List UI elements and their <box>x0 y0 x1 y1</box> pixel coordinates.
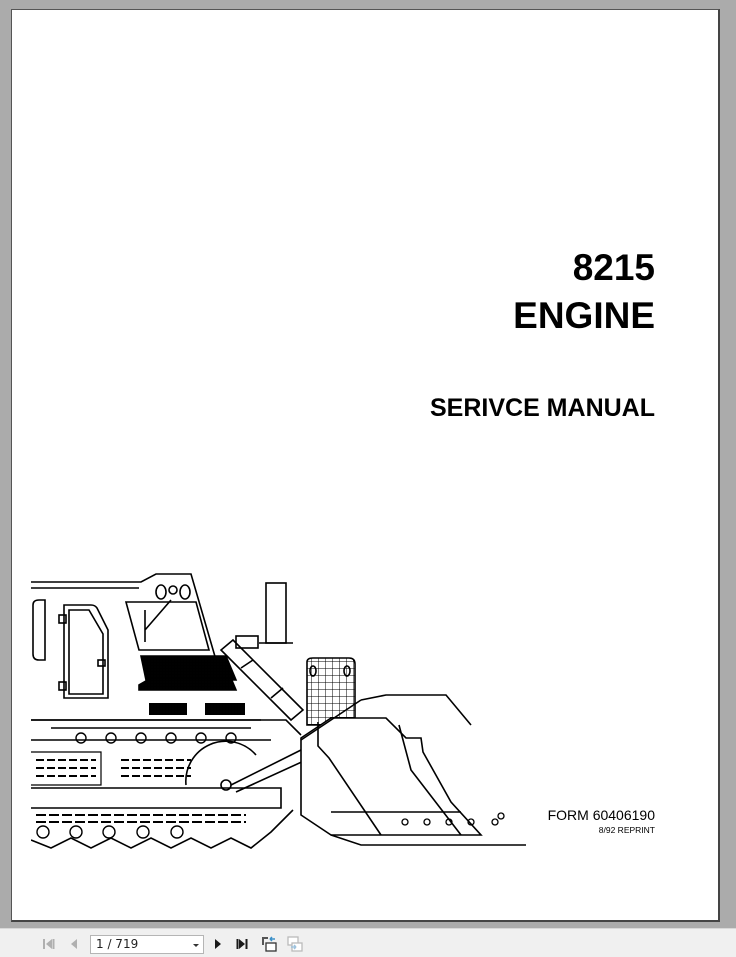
next-view-icon <box>287 936 303 952</box>
next-view-button[interactable] <box>285 935 305 953</box>
next-page-icon <box>215 939 221 949</box>
previous-page-button[interactable] <box>64 935 84 953</box>
page-number-value: 1 / 719 <box>96 937 139 951</box>
last-page-icon <box>236 939 248 949</box>
first-page-icon <box>43 939 55 949</box>
document-viewer[interactable]: 8215 ENGINE SERIVCE MANUAL FORM 60406190… <box>0 0 736 928</box>
crawler-dozer-illustration <box>31 573 526 849</box>
reprint-note: 8/92 REPRINT <box>598 825 655 835</box>
pdf-page: 8215 ENGINE SERIVCE MANUAL FORM 60406190… <box>11 9 720 922</box>
pdf-navigation-toolbar: 1 / 719 <box>0 928 736 957</box>
model-number: 8215 <box>572 247 655 288</box>
next-page-button[interactable] <box>208 935 228 953</box>
document-title: ENGINE <box>513 295 655 336</box>
first-page-button[interactable] <box>39 935 59 953</box>
last-page-button[interactable] <box>232 935 252 953</box>
document-subtitle: SERIVCE MANUAL <box>429 394 655 422</box>
form-number: FORM 60406190 <box>547 807 655 823</box>
chevron-down-icon <box>193 944 199 947</box>
previous-page-icon <box>71 939 77 949</box>
previous-view-button[interactable] <box>259 935 279 953</box>
page-number-select[interactable]: 1 / 719 <box>90 935 204 954</box>
previous-view-icon <box>262 936 277 952</box>
